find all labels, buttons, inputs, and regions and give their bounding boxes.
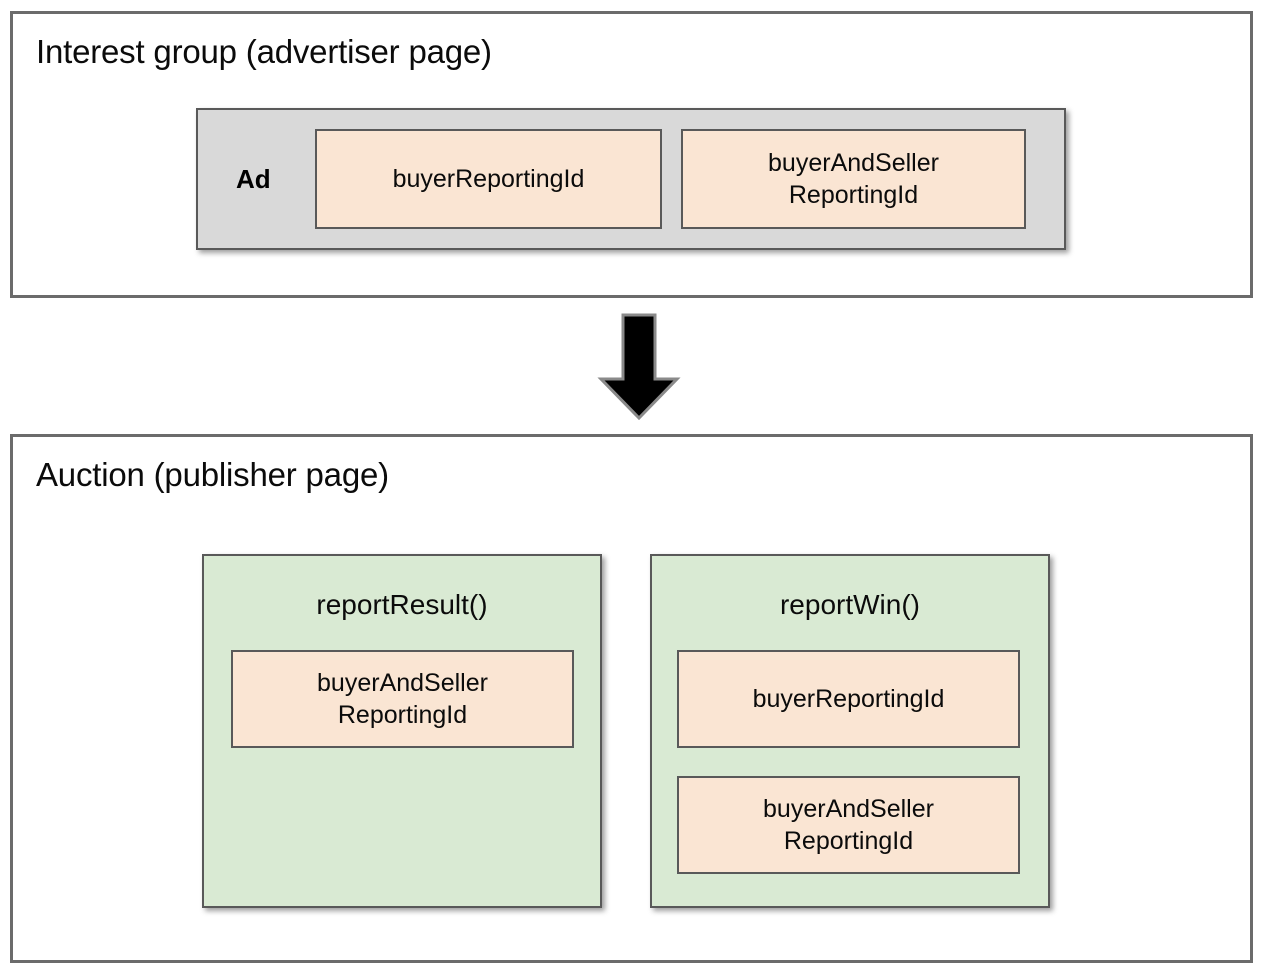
- ig-buyer-reporting-id-chip: buyerReportingId: [315, 129, 662, 229]
- arrow-down-icon: [597, 313, 681, 420]
- ig-buyer-reporting-id-label: buyerReportingId: [392, 165, 585, 193]
- report-win-buyer-and-seller-reporting-id-chip: buyerAndSeller ReportingId: [677, 776, 1020, 874]
- rr-bas-label-line1: buyerAndSeller: [317, 669, 488, 697]
- auction-title: Auction (publisher page): [36, 456, 389, 493]
- rr-bas-label-line2: ReportingId: [337, 701, 468, 729]
- interest-group-title: Interest group (advertiser page): [36, 33, 492, 70]
- ig-buyer-and-seller-reporting-id-chip: buyerAndSeller ReportingId: [681, 129, 1026, 229]
- report-win-buyer-reporting-id-chip: buyerReportingId: [677, 650, 1020, 748]
- auction-frame: Auction (publisher page): [10, 434, 1253, 963]
- rw-bas-label-line1: buyerAndSeller: [763, 795, 934, 823]
- report-result-title: reportResult(): [316, 589, 488, 620]
- rw-bas-label-line2: ReportingId: [783, 827, 914, 855]
- report-result-buyer-and-seller-reporting-id-chip: buyerAndSeller ReportingId: [231, 650, 574, 748]
- ad-label: Ad: [236, 164, 271, 194]
- ig-buyer-and-seller-reporting-id-label-line2: ReportingId: [788, 181, 919, 209]
- report-win-title: reportWin(): [779, 589, 920, 620]
- ig-buyer-and-seller-reporting-id-label-line1: buyerAndSeller: [768, 149, 939, 177]
- rw-buyer-reporting-id-label: buyerReportingId: [752, 685, 945, 713]
